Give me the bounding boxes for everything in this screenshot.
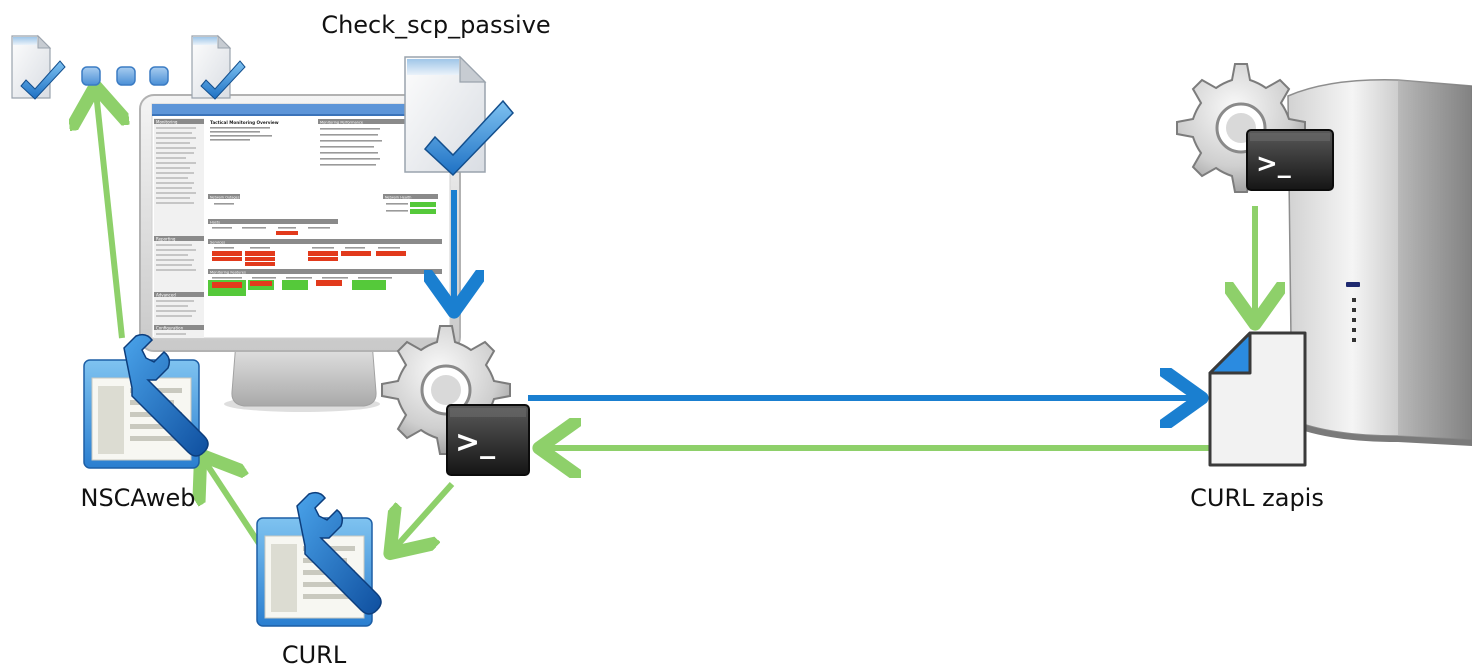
nagios-monitor: Monitoring Reporting [139, 94, 461, 412]
label-curl: CURL [282, 641, 347, 665]
flow-arrows [96, 92, 1255, 549]
gear-terminal-icon: >_ [380, 324, 530, 476]
hosts-title: Hosts [210, 220, 220, 224]
sidebar-section-configuration: Configuration [156, 326, 184, 331]
curl-app-icon [256, 491, 382, 627]
overview-title: Tactical Monitoring Overview [210, 120, 279, 125]
arrow-gear-to-curl [394, 482, 455, 549]
performance-title: Monitoring Performance [320, 120, 364, 124]
server-gear-terminal-icon: >_ [1175, 62, 1334, 194]
label-check-script: Check_scp_passive [321, 11, 550, 39]
nscaweb-app-icon [83, 333, 209, 469]
terminal-prompt: >_ [455, 425, 495, 460]
nagios-screen: Monitoring Reporting [152, 104, 450, 338]
services-title: Services [210, 240, 225, 244]
server-tower-icon [1287, 79, 1472, 446]
monitoring-features-title: Monitoring Features [210, 270, 246, 274]
result-document-icon [191, 35, 246, 100]
arrow-nscaweb-to-results [96, 92, 122, 339]
network-health: Network Health [385, 195, 411, 199]
sidebar-section-monitoring: Monitoring [156, 120, 178, 125]
arrow-curl-to-nscaweb [204, 460, 265, 550]
network-outages: Network Outages [210, 195, 240, 199]
label-nscaweb: NSCAweb [80, 484, 195, 512]
check-script-document-icon [404, 56, 514, 176]
sidebar-section-reporting: Reporting [156, 237, 176, 242]
ellipsis-dots-icon [81, 66, 169, 86]
result-document-icon [11, 35, 66, 100]
curl-zapis-document-icon [1208, 331, 1307, 467]
sidebar-section-advanced: Advanced [156, 293, 176, 298]
terminal-prompt: >_ [1256, 149, 1291, 179]
label-curl-zapis: CURL zapis [1190, 484, 1324, 512]
